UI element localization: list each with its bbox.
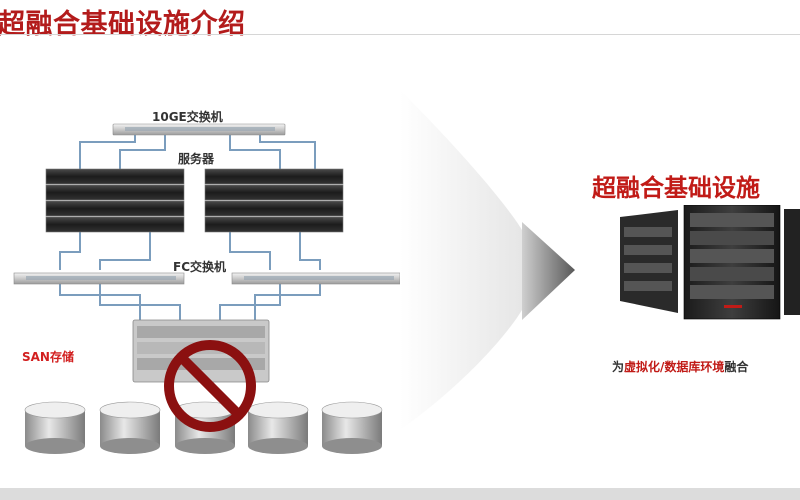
san-storage-label: SAN存储 — [22, 350, 74, 364]
server-rack-icon — [620, 210, 678, 313]
storage-disk-icon — [99, 401, 161, 454]
switch-10ge-label: 10GE交换机 — [152, 110, 223, 124]
caption-suffix: 融合 — [724, 360, 749, 374]
page-title: 超融合基础设施介绍 — [0, 9, 246, 40]
hyperconverged-title: 超融合基础设施 — [592, 174, 760, 202]
caption-highlight: 虚拟化/数据库环境 — [624, 360, 725, 374]
server-rack-icon — [204, 168, 344, 233]
servers-label: 服务器 — [178, 152, 215, 166]
network-switch-icon — [13, 272, 185, 285]
title-divider — [0, 34, 800, 35]
storage-disk-icon — [321, 401, 383, 454]
storage-disk-icon — [24, 401, 86, 454]
caption-prefix: 为 — [612, 360, 625, 374]
server-rack-icon — [45, 168, 185, 233]
server-rack-icon — [784, 209, 800, 315]
footer-bar — [0, 488, 800, 500]
storage-disk-icon — [247, 401, 309, 454]
network-switch-icon — [112, 123, 286, 136]
chevron-arrow-icon — [400, 90, 575, 430]
network-links — [59, 133, 321, 325]
no-sign-icon — [164, 340, 256, 432]
network-switch-icon — [231, 272, 400, 285]
hyperconverged-caption: 为虚拟化/数据库环境融合 — [612, 358, 748, 375]
fc-switch-label: FC交换机 — [173, 260, 227, 274]
legacy-architecture-diagram — [13, 123, 400, 454]
server-rack-icon — [683, 205, 781, 320]
hyperconverged-appliance — [620, 205, 800, 320]
